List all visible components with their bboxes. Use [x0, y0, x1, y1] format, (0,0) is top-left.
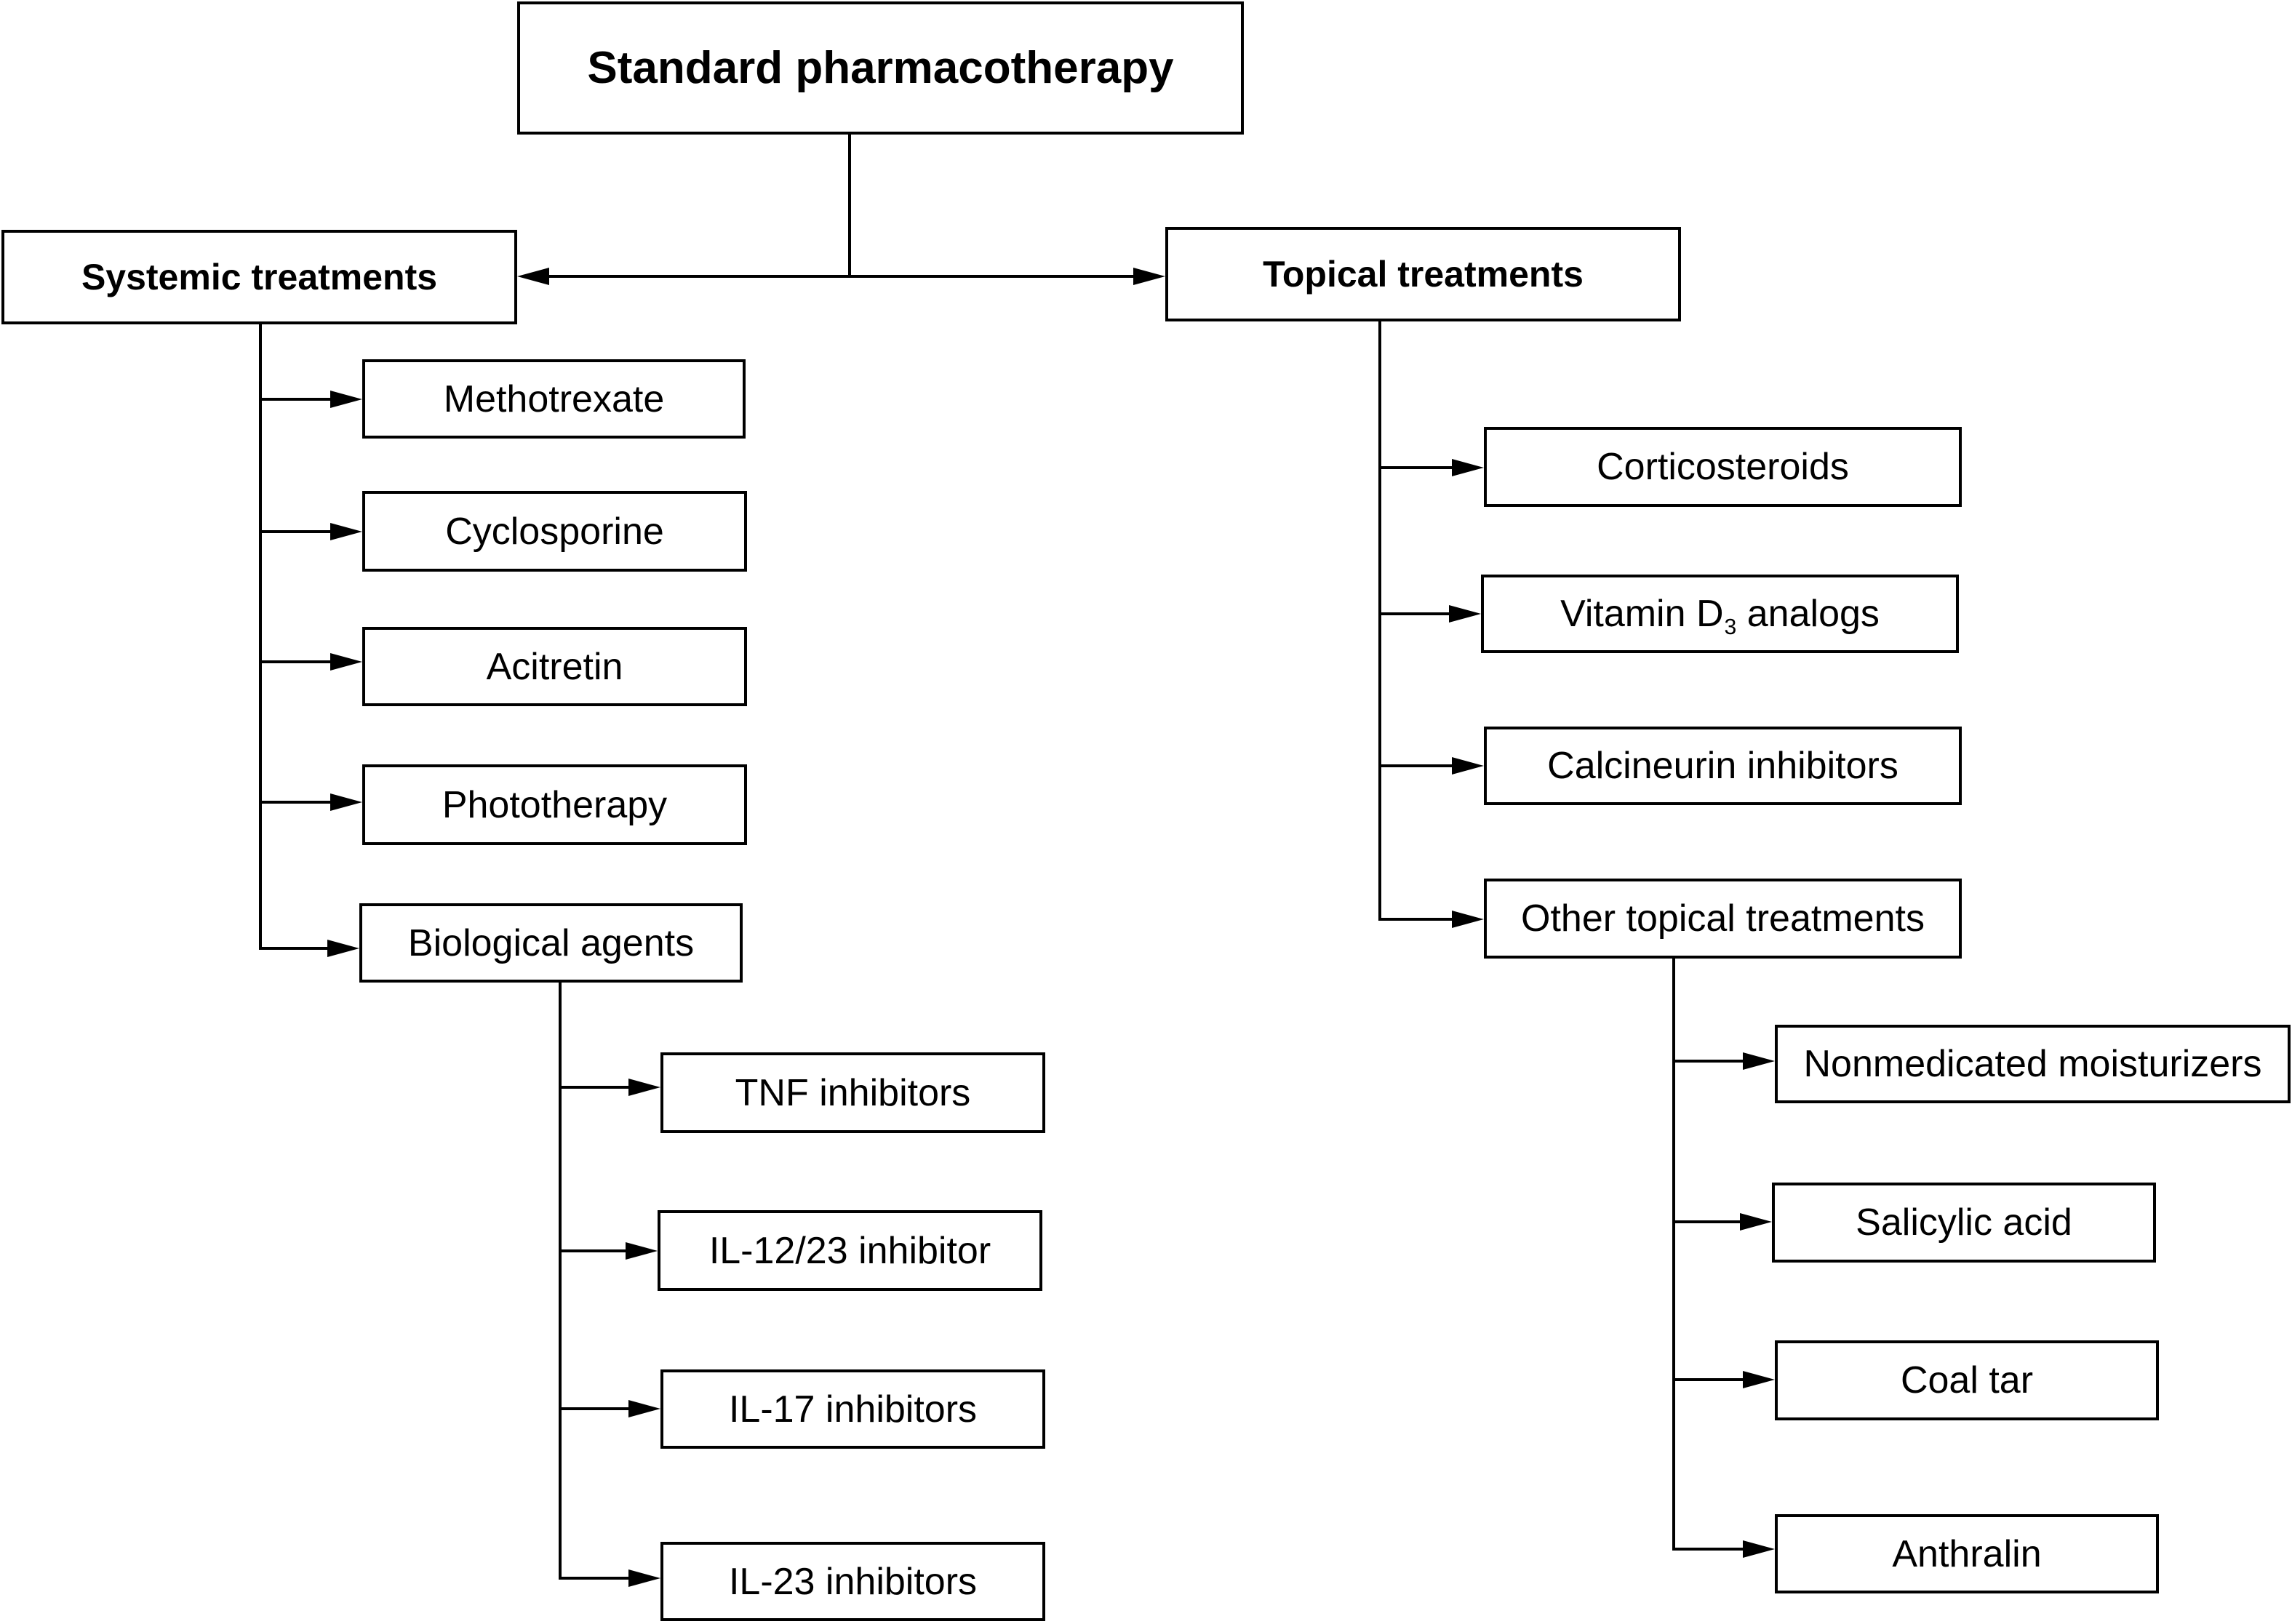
- node-label: Standard pharmacotherapy: [587, 42, 1174, 93]
- arrowhead-tnf-inhibitors: [628, 1079, 660, 1096]
- arrowhead-acitretin: [330, 653, 362, 671]
- node-label: Topical treatments: [1263, 254, 1584, 295]
- node-label: Methotrexate: [443, 377, 665, 420]
- node-other-topical-treatments: Other topical treatments: [1484, 879, 1962, 959]
- arrowhead-il-12-23-inhibitor: [626, 1242, 658, 1260]
- node-label-prefix: Vitamin D: [1560, 593, 1724, 635]
- node-label: Vitamin D3 analogs: [1560, 593, 1880, 638]
- node-label: Biological agents: [407, 921, 695, 964]
- node-label: Calcineurin inhibitors: [1547, 745, 1898, 787]
- node-label: Corticosteroids: [1597, 446, 1849, 488]
- node-label: Anthralin: [1892, 1532, 2042, 1575]
- arrowhead-calcineurin-inhibitors: [1452, 757, 1484, 775]
- node-biological-agents: Biological agents: [359, 903, 743, 983]
- arrowhead-other-topical-treatments: [1452, 911, 1484, 928]
- node-label: Systemic treatments: [81, 257, 438, 297]
- node-label: Phototherapy: [442, 783, 668, 826]
- node-label-suffix: analogs: [1736, 593, 1880, 635]
- arrowhead-topical-treatments: [1133, 268, 1165, 285]
- node-label: Acitretin: [486, 645, 623, 688]
- node-systemic-treatments: Systemic treatments: [1, 230, 517, 324]
- arrowhead-systemic-treatments: [517, 268, 549, 285]
- arrowhead-biological-agents: [327, 940, 359, 957]
- node-corticosteroids: Corticosteroids: [1484, 427, 1962, 507]
- node-phototherapy: Phototherapy: [362, 764, 747, 845]
- arrowhead-il-17-inhibitors: [628, 1400, 660, 1417]
- node-salicylic-acid: Salicylic acid: [1772, 1183, 2156, 1263]
- arrowhead-anthralin: [1743, 1540, 1775, 1558]
- node-label: IL-17 inhibitors: [728, 1388, 978, 1431]
- arrowhead-vitamin-d3-analogs: [1449, 605, 1481, 623]
- node-label: TNF inhibitors: [735, 1071, 971, 1114]
- arrowhead-methotrexate: [330, 391, 362, 408]
- node-label-subscript: 3: [1724, 615, 1737, 639]
- node-label: Coal tar: [1900, 1359, 2034, 1401]
- node-standard-pharmacotherapy: Standard pharmacotherapy: [517, 1, 1244, 135]
- node-nonmedicated-moisturizers: Nonmedicated moisturizers: [1775, 1025, 2291, 1103]
- node-calcineurin-inhibitors: Calcineurin inhibitors: [1484, 727, 1962, 805]
- node-topical-treatments: Topical treatments: [1165, 227, 1681, 321]
- node-tnf-inhibitors: TNF inhibitors: [660, 1052, 1045, 1133]
- arrowhead-coal-tar: [1743, 1371, 1775, 1388]
- node-vitamin-d3-analogs: Vitamin D3 analogs: [1481, 575, 1959, 653]
- node-il-23-inhibitors: IL-23 inhibitors: [660, 1542, 1045, 1621]
- arrowhead-nonmedicated-moisturizers: [1743, 1052, 1775, 1070]
- node-label: Cyclosporine: [445, 510, 664, 553]
- node-label: Other topical treatments: [1521, 897, 1925, 940]
- node-anthralin: Anthralin: [1775, 1514, 2159, 1593]
- node-il-17-inhibitors: IL-17 inhibitors: [660, 1369, 1045, 1449]
- node-il-12-23-inhibitor: IL-12/23 inhibitor: [658, 1210, 1042, 1291]
- arrowhead-salicylic-acid: [1740, 1213, 1772, 1231]
- arrowhead-phototherapy: [330, 793, 362, 811]
- node-label: Nonmedicated moisturizers: [1803, 1043, 2262, 1085]
- node-label: Salicylic acid: [1856, 1201, 2072, 1244]
- node-label: IL-23 inhibitors: [728, 1560, 978, 1603]
- node-coal-tar: Coal tar: [1775, 1340, 2159, 1420]
- arrowhead-corticosteroids: [1452, 459, 1484, 476]
- arrowhead-cyclosporine: [330, 523, 362, 540]
- node-methotrexate: Methotrexate: [362, 359, 746, 439]
- node-label: IL-12/23 inhibitor: [708, 1229, 991, 1272]
- arrowhead-il-23-inhibitors: [628, 1569, 660, 1587]
- node-acitretin: Acitretin: [362, 627, 747, 706]
- node-cyclosporine: Cyclosporine: [362, 491, 747, 572]
